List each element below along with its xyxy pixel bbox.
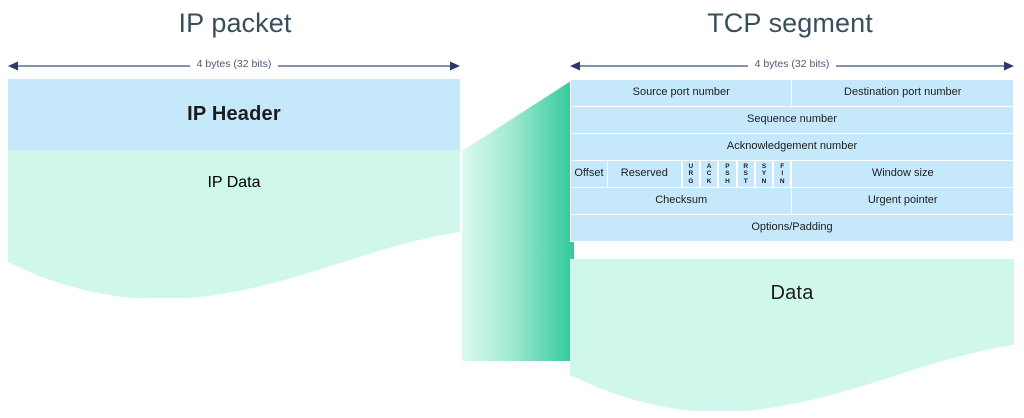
tcp-width-ruler: 4 bytes (32 bits) — [570, 56, 1014, 76]
ip-packet-title: IP packet — [178, 8, 292, 38]
ip-data-block: IP Data — [8, 150, 460, 298]
tcp-field-cell: Reserved — [606, 160, 682, 188]
tcp-field-cell: Checksum — [569, 187, 793, 215]
tcp-field-cell: Source port number — [569, 79, 793, 107]
tcp-segment-title: TCP segment — [707, 8, 873, 38]
tcp-header-row: Sequence number — [570, 106, 1014, 134]
ip-width-ruler: 4 bytes (32 bits) — [8, 56, 460, 76]
tcp-field-cell: Window size — [791, 160, 1014, 188]
tcp-data-block: Data — [570, 259, 1014, 411]
tcp-field-cell: Offset — [570, 160, 608, 188]
ip-header-block: IP Header — [8, 79, 460, 150]
tcp-field-cell: Urgent pointer — [791, 187, 1014, 215]
tcp-field-cell: Options/Padding — [570, 214, 1014, 242]
tcp-header-row: Options/Padding — [570, 214, 1014, 242]
tcp-ruler-label: 4 bytes (32 bits) — [747, 57, 837, 72]
tcp-header-row: Acknowledgement number — [570, 133, 1014, 161]
tcp-data-label: Data — [770, 282, 814, 304]
tcp-field-cell: Sequence number — [570, 106, 1014, 134]
tcp-field-cell: Acknowledgement number — [570, 133, 1014, 161]
expansion-connector — [448, 79, 574, 361]
ip-ruler-label: 4 bytes (32 bits) — [189, 57, 279, 72]
tcp-field-cell: Destination port number — [791, 79, 1014, 107]
ip-header-label: IP Header — [187, 103, 281, 125]
ip-data-label: IP Data — [207, 174, 261, 191]
